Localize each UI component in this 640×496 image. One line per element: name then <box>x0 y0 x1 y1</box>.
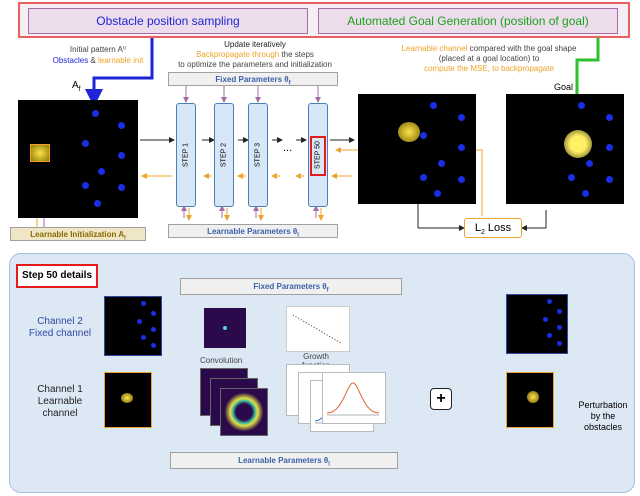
step-1: STEP 1 <box>176 103 196 207</box>
channel2-kernel <box>204 308 246 348</box>
step-50-label: STEP 50 <box>314 141 322 169</box>
channel1-line1: Channel 1 <box>37 384 83 395</box>
step-2: STEP 2 <box>214 103 234 207</box>
right-line2: (placed at a goal location) to <box>438 54 540 63</box>
channel1-line2: Learnable <box>37 396 83 407</box>
goal-circle <box>564 130 592 158</box>
perturbation-line2: by the <box>590 411 616 421</box>
step-3-label: STEP 3 <box>254 143 262 167</box>
channel2-output-image <box>506 294 568 354</box>
obstacles-word: Obstacles <box>52 56 89 65</box>
learnable-init-square <box>30 144 50 162</box>
learnable-params-bottom: Learnable Parameters θl <box>170 452 398 469</box>
update-line2: Backpropagate through the steps <box>160 50 350 60</box>
learnable-channel-word: Learnable channel <box>401 44 468 53</box>
channel2-growth-plot <box>286 306 350 352</box>
fixed-params-bottom-sub: f <box>326 287 329 294</box>
sum-operator: + <box>430 388 452 410</box>
final-pattern-blob <box>398 122 420 142</box>
update-note: Update iteratively Backpropagate through… <box>160 40 350 70</box>
final-state-image <box>358 94 476 204</box>
channel1-output-image <box>506 372 554 428</box>
step-2-label: STEP 2 <box>220 143 228 167</box>
goal-image <box>506 94 624 204</box>
fixed-params-top-sub: f <box>288 80 291 87</box>
af-sub: f <box>78 86 81 93</box>
steps-word: the steps <box>279 50 314 59</box>
right-note: Learnable channel compared with the goal… <box>384 44 594 74</box>
step-1-label: STEP 1 <box>182 143 190 167</box>
step-3: STEP 3 <box>248 103 268 207</box>
learnable-init-word: learnable init <box>97 56 144 65</box>
ampersand: & <box>88 56 98 65</box>
right-line3: compute the MSE, to backpropagate <box>424 64 554 73</box>
goal-generation-box: Automated Goal Generation (position of g… <box>318 8 618 34</box>
growth-plot-4 <box>322 372 386 424</box>
step-50: STEP 50 <box>308 103 328 207</box>
steps-ellipsis: ... <box>283 142 293 154</box>
fixed-params-top: Fixed Parameters θf <box>168 72 338 87</box>
learnable-params-top-sub: l <box>297 232 299 239</box>
channel1-image <box>104 372 152 428</box>
perturbation-line3: obstacles <box>583 422 623 432</box>
fixed-params-bottom: Fixed Parameters θf <box>180 278 402 295</box>
initial-pattern-note: Initial pattern A⁰ Obstacles & learnable… <box>38 44 158 66</box>
channel1-line3: channel <box>42 408 78 419</box>
growth-line1: Growth <box>303 352 329 361</box>
channel2-line1: Channel 2 <box>37 316 83 327</box>
af-label: Af <box>72 80 81 93</box>
initial-pattern-image <box>18 100 138 218</box>
loss-sub: 2 <box>480 229 485 237</box>
conv-kernel-3 <box>220 388 268 436</box>
channel2-line2: Fixed channel <box>28 328 92 339</box>
right-line1: Learnable channel compared with the goal… <box>384 44 594 54</box>
channel2-label: Channel 2 Fixed channel <box>20 316 100 340</box>
loss-rest: Loss <box>484 222 512 234</box>
channel2-image <box>104 296 162 356</box>
update-line1: Update iteratively <box>224 40 286 49</box>
l2-loss-box: L2 Loss <box>464 218 522 238</box>
goal-label: Goal <box>554 82 574 92</box>
backprop-word: Backpropagate through <box>196 50 280 59</box>
learnable-init-label: Learnable Initialization Al <box>10 227 146 242</box>
perturbation-line1: Perturbation <box>578 400 628 410</box>
compared-word: compared with the goal shape <box>467 44 577 53</box>
learnable-init-sub: l <box>124 235 126 242</box>
obstacles-learnable-line: Obstacles & learnable init <box>38 55 158 66</box>
learnable-params-top: Learnable Parameters θl <box>168 224 338 239</box>
update-line3: to optimize the parameters and initializ… <box>178 60 332 69</box>
initial-pattern-line: Initial pattern A⁰ <box>69 45 127 54</box>
step50-title: Step 50 details <box>16 264 98 288</box>
obstacle-arrow <box>85 38 154 107</box>
convolution-label: Convolution <box>200 356 243 365</box>
learnable-params-bottom-sub: l <box>328 461 330 468</box>
perturbation-label: Perturbation by the obstacles <box>572 400 634 433</box>
channel1-label: Channel 1 Learnable channel <box>20 384 100 420</box>
obstacle-sampling-box: Obstacle position sampling <box>28 8 308 34</box>
top-process-bar: Obstacle position sampling Automated Goa… <box>18 2 630 38</box>
step-50-highlight <box>310 136 326 176</box>
